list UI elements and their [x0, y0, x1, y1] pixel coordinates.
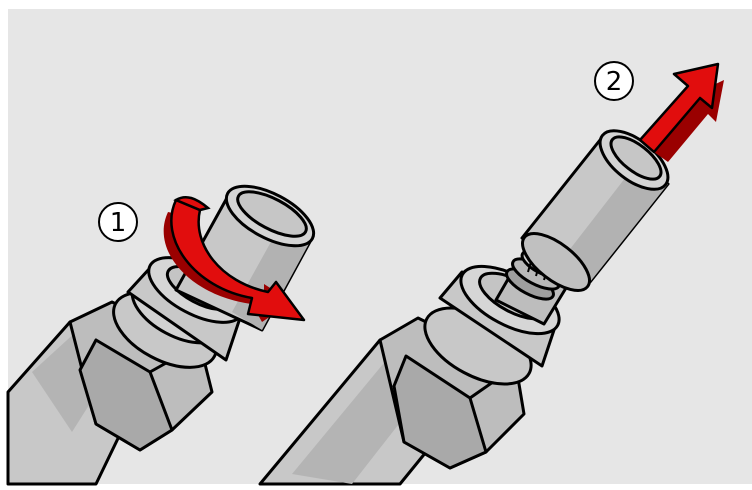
- step-1-number: 1: [110, 208, 127, 238]
- step-2-badge: 2: [595, 62, 633, 100]
- step-1-badge: 1: [99, 203, 137, 241]
- step-2-number: 2: [606, 67, 623, 97]
